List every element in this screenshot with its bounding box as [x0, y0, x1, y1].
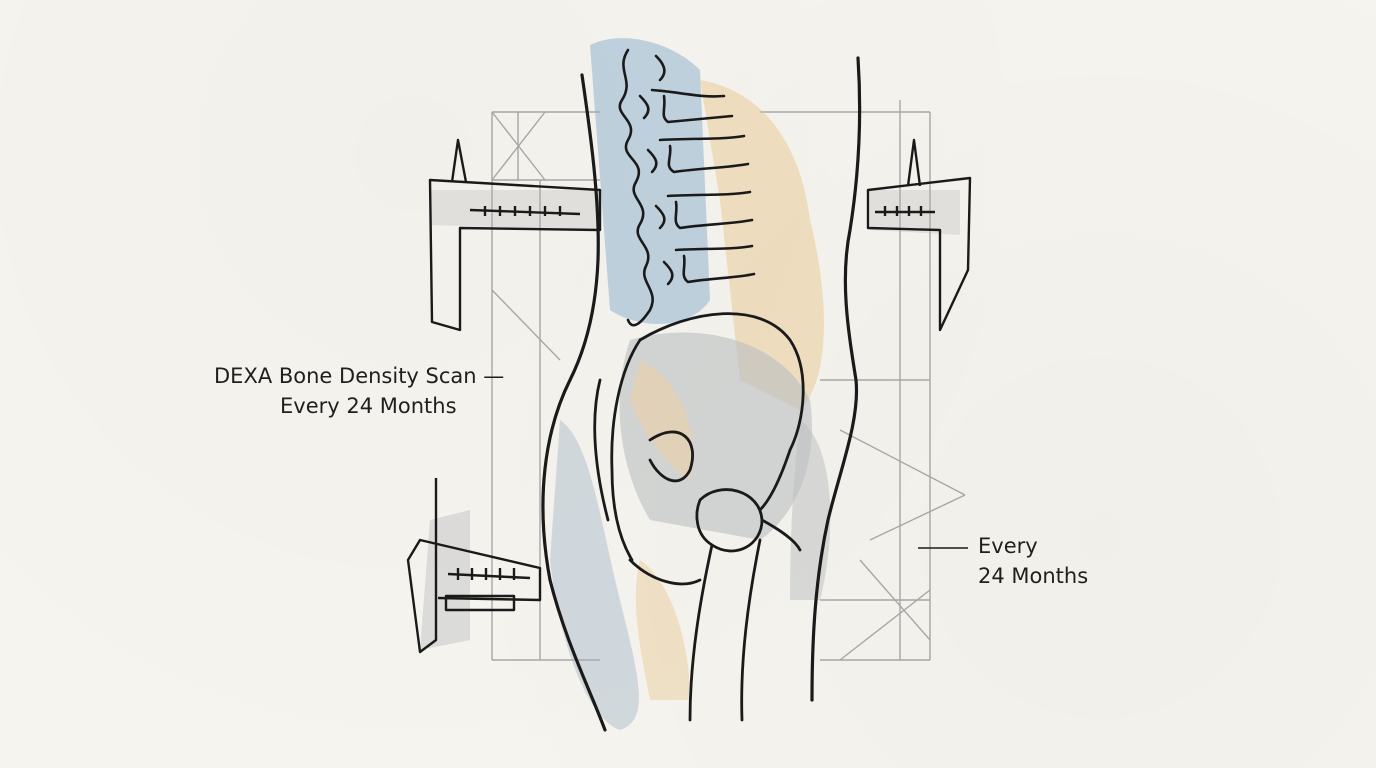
body-outline: [541, 56, 862, 732]
caliper-icon: [406, 478, 542, 654]
caliper-icon: [428, 138, 602, 332]
pelvis-femur: [593, 312, 805, 722]
dexa-annotation-right: Every 24 Months: [978, 531, 1088, 591]
annotation-right-line2: 24 Months: [978, 564, 1089, 588]
annotation-right-line1: Every: [978, 534, 1038, 558]
dexa-annotation-left: DEXA Bone Density Scan — Every 24 Months: [214, 361, 514, 421]
spine-vertebrae: [618, 48, 756, 327]
caliper-icon: [866, 138, 972, 332]
annotation-left-line1: DEXA Bone Density Scan —: [214, 364, 505, 388]
annotation-left-line2: Every 24 Months: [280, 394, 457, 418]
